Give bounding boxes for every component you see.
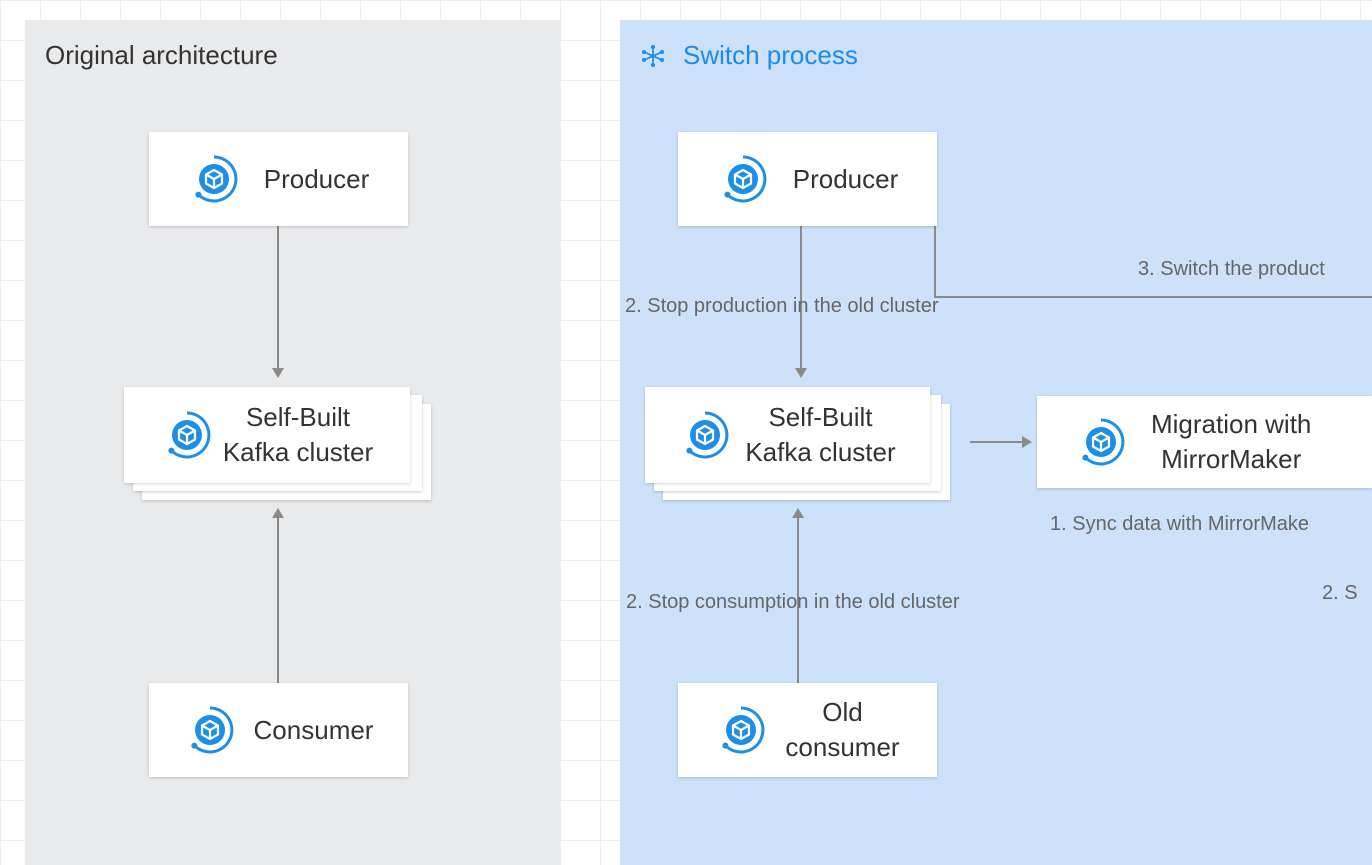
network-icon <box>642 44 664 67</box>
kafka-service-icon <box>722 706 765 754</box>
switch-process-title-text: Switch process <box>683 40 858 70</box>
switch-process-title: Switch process <box>640 40 858 71</box>
kafka-cluster-label: Self-Built Kafka cluster <box>223 400 373 470</box>
kafka-cluster-label-line2: Kafka cluster <box>745 437 896 467</box>
edge-switch-producer <box>934 226 1372 298</box>
arrowhead <box>272 368 284 378</box>
kafka-service-icon <box>686 411 729 459</box>
kafka-cluster-node-left[interactable]: Self-Built Kafka cluster <box>124 387 410 483</box>
stop-production-label: 2. Stop production in the old cluster <box>625 295 939 317</box>
kafka-cluster-label-line1: Self-Built <box>768 402 873 432</box>
producer-label: Producer <box>792 163 899 194</box>
kafka-service-icon <box>195 155 238 203</box>
producer-label: Producer <box>263 163 370 194</box>
kafka-cluster-label-line2: Kafka cluster <box>222 437 374 467</box>
producer-node-right[interactable]: Producer <box>678 132 937 226</box>
producer-node-left[interactable]: Producer <box>149 132 408 226</box>
old-consumer-label-line1: Old <box>822 697 863 727</box>
stop-consumption-label: 2. Stop consumption in the old cluster <box>626 591 960 613</box>
consumer-label: Consumer <box>253 714 374 745</box>
kafka-cluster-node-right[interactable]: Self-Built Kafka cluster <box>645 387 930 483</box>
kafka-service-icon <box>724 155 767 203</box>
old-consumer-node[interactable]: Old consumer <box>678 683 937 777</box>
consumer-node-left[interactable]: Consumer <box>149 683 408 777</box>
kafka-service-icon <box>1082 418 1125 466</box>
migration-label-line2: MirrorMaker <box>1161 444 1302 474</box>
kafka-cluster-label-line1: Self-Built <box>245 402 351 432</box>
kafka-service-icon <box>190 706 233 754</box>
arrowhead <box>792 508 804 518</box>
migration-label: Migration with MirrorMaker <box>1151 407 1311 477</box>
arrowhead <box>795 368 807 378</box>
switch-producer-label: 3. Switch the product <box>1138 258 1325 280</box>
step-two-partial-label: 2. S <box>1322 582 1358 604</box>
kafka-cluster-label: Self-Built Kafka cluster <box>745 400 895 470</box>
migration-label-line1: Migration with <box>1151 409 1312 439</box>
old-consumer-label: Old consumer <box>785 695 899 765</box>
kafka-service-icon <box>168 411 211 459</box>
old-consumer-label-line2: consumer <box>785 732 900 762</box>
migration-mirrormaker-node[interactable]: Migration with MirrorMaker <box>1037 396 1372 488</box>
sync-data-label: 1. Sync data with MirrorMake <box>1050 513 1309 535</box>
original-architecture-title: Original architecture <box>45 40 278 70</box>
arrowhead <box>272 508 284 518</box>
arrowhead <box>1022 436 1032 448</box>
